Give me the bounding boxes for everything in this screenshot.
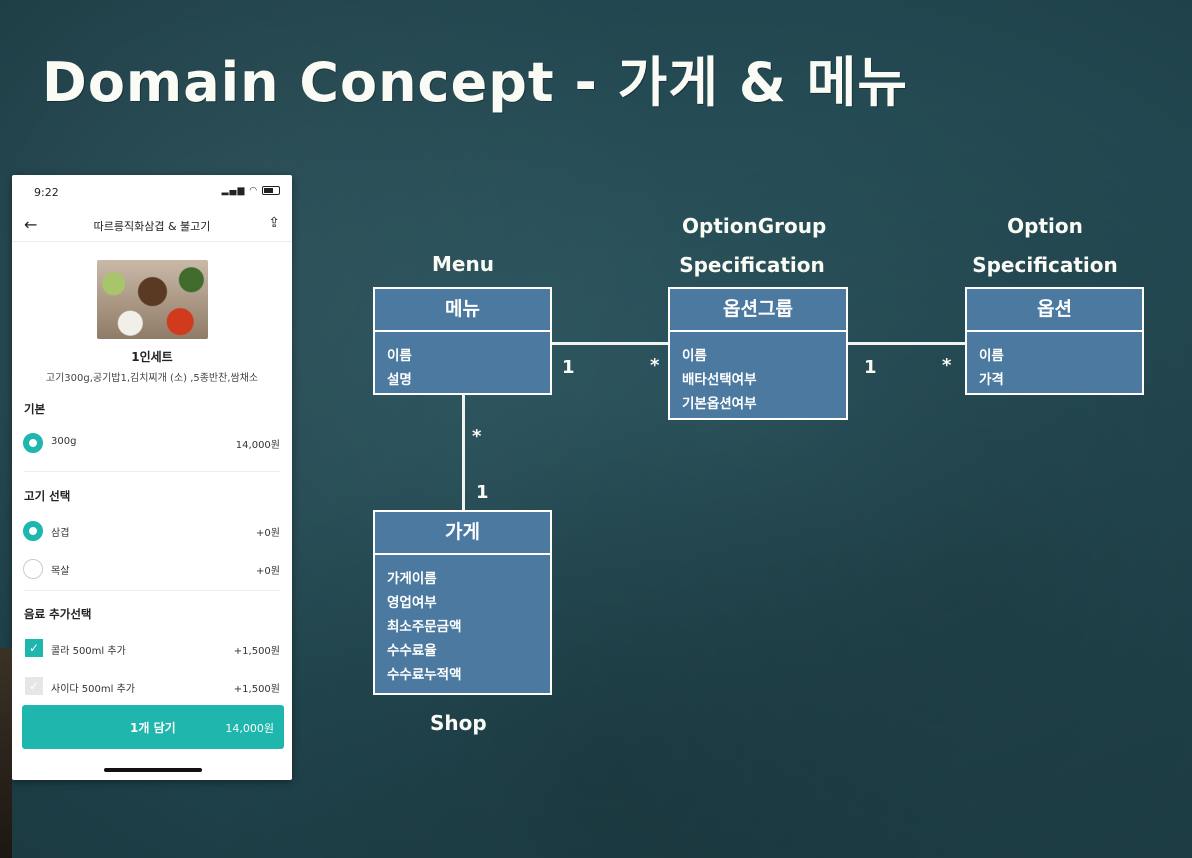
stereotype-option-line2: Specification [970,253,1120,277]
class-box-option-group: 옵션그룹 이름 배타선택여부 기본옵션여부 [668,287,848,420]
class-attributes: 이름 설명 [375,332,550,392]
class-attribute: 수수료율 [387,639,550,663]
class-box-shop: 가게 가게이름 영업여부 최소주문금액 수수료율 수수료누적액 [373,510,552,695]
menu-name: 1인세트 [12,348,292,365]
option-row[interactable]: ✓ 콜라 500ml 추가 +1,500원 [12,636,292,662]
option-label: 목살 [51,562,69,577]
stereotype-shop: Shop [430,711,487,735]
wifi-icon: ◠ [249,186,258,196]
add-to-cart-button[interactable]: 1개 담기 14,000원 [22,705,284,749]
share-icon[interactable]: ⇪ [268,215,280,231]
status-time: 9:22 [34,186,59,199]
class-attributes: 이름 배타선택여부 기본옵션여부 [670,332,846,416]
option-price: +1,500원 [234,642,280,657]
option-label: 사이다 500ml 추가 [51,680,135,695]
section-title: 고기 선택 [24,488,70,504]
divider [24,590,280,591]
status-icons: ▂▄▆ ◠ [222,186,280,196]
stereotype-optiongroup-line2: Specification [676,253,828,277]
cart-button-label: 1개 담기 [130,719,176,736]
class-attribute: 최소주문금액 [387,615,550,639]
class-attribute: 영업여부 [387,591,550,615]
divider [24,471,280,472]
option-row[interactable]: ✓ 사이다 500ml 추가 +1,500원 [12,674,292,700]
multiplicity-label: * [472,426,481,447]
class-attributes: 이름 가격 [967,332,1142,392]
option-label: 콜라 500ml 추가 [51,642,126,657]
option-price: +0원 [256,562,280,577]
stereotype-optiongroup-line1: OptionGroup [682,214,822,238]
cart-button-price: 14,000원 [225,720,274,736]
class-box-option: 옵션 이름 가격 [965,287,1144,395]
class-name: 메뉴 [375,289,550,332]
checkbox-checked-icon[interactable]: ✓ [25,639,43,657]
association-menu-shop [462,394,465,511]
battery-icon [262,186,280,195]
radio-unselected-icon[interactable] [23,559,43,579]
section-title: 음료 추가선택 [24,606,91,622]
shop-title: 따르릉직화삼겹 & 불고기 [12,218,292,234]
option-row[interactable]: 300g 14,000원 [12,430,292,456]
class-attribute: 배타선택여부 [682,368,846,392]
slide-title: Domain Concept - 가게 & 메뉴 [42,38,908,117]
multiplicity-label: * [942,355,951,376]
video-edge [0,648,12,858]
phone-screenshot: 9:22 ▂▄▆ ◠ ← 따르릉직화삼겹 & 불고기 ⇪ 1인세트 고기300g… [12,175,292,780]
class-attribute: 이름 [387,344,550,368]
option-price: +1,500원 [234,680,280,695]
nav-divider [12,241,292,242]
stereotype-menu: Menu [432,252,494,276]
radio-selected-icon[interactable] [23,521,43,541]
option-label: 300g [51,436,76,447]
multiplicity-label: * [650,355,659,376]
option-price: +0원 [256,524,280,539]
class-attributes: 가게이름 영업여부 최소주문금액 수수료율 수수료누적액 [375,555,550,687]
class-attribute: 기본옵션여부 [682,392,846,416]
nav-bar: ← 따르릉직화삼겹 & 불고기 ⇪ [12,211,292,241]
option-row[interactable]: 목살 +0원 [12,556,292,582]
multiplicity-label: 1 [864,357,877,378]
food-photo [97,260,208,339]
class-name: 가게 [375,512,550,555]
multiplicity-label: 1 [476,482,489,503]
class-attribute: 가격 [979,368,1142,392]
class-attribute: 설명 [387,368,550,392]
class-name: 옵션그룹 [670,289,846,332]
class-attribute: 이름 [682,344,846,368]
class-name: 옵션 [967,289,1142,332]
multiplicity-label: 1 [562,357,575,378]
option-row[interactable]: 삼겹 +0원 [12,518,292,544]
menu-description: 고기300g,공기밥1,김치찌개 (소) ,5종반찬,쌈채소 [12,369,292,384]
section-title: 기본 [24,401,45,417]
home-indicator [104,768,202,772]
checkbox-unchecked-icon[interactable]: ✓ [25,677,43,695]
class-attribute: 이름 [979,344,1142,368]
class-box-menu: 메뉴 이름 설명 [373,287,552,395]
association-menu-optiongroup [550,342,670,345]
class-attribute: 가게이름 [387,567,550,591]
class-attribute: 수수료누적액 [387,663,550,687]
signal-icon: ▂▄▆ [222,186,246,196]
option-price: 14,000원 [236,436,280,451]
radio-selected-icon[interactable] [23,433,43,453]
stereotype-option-line1: Option [1005,214,1085,238]
option-label: 삼겹 [51,524,69,539]
association-optiongroup-option [846,342,966,345]
